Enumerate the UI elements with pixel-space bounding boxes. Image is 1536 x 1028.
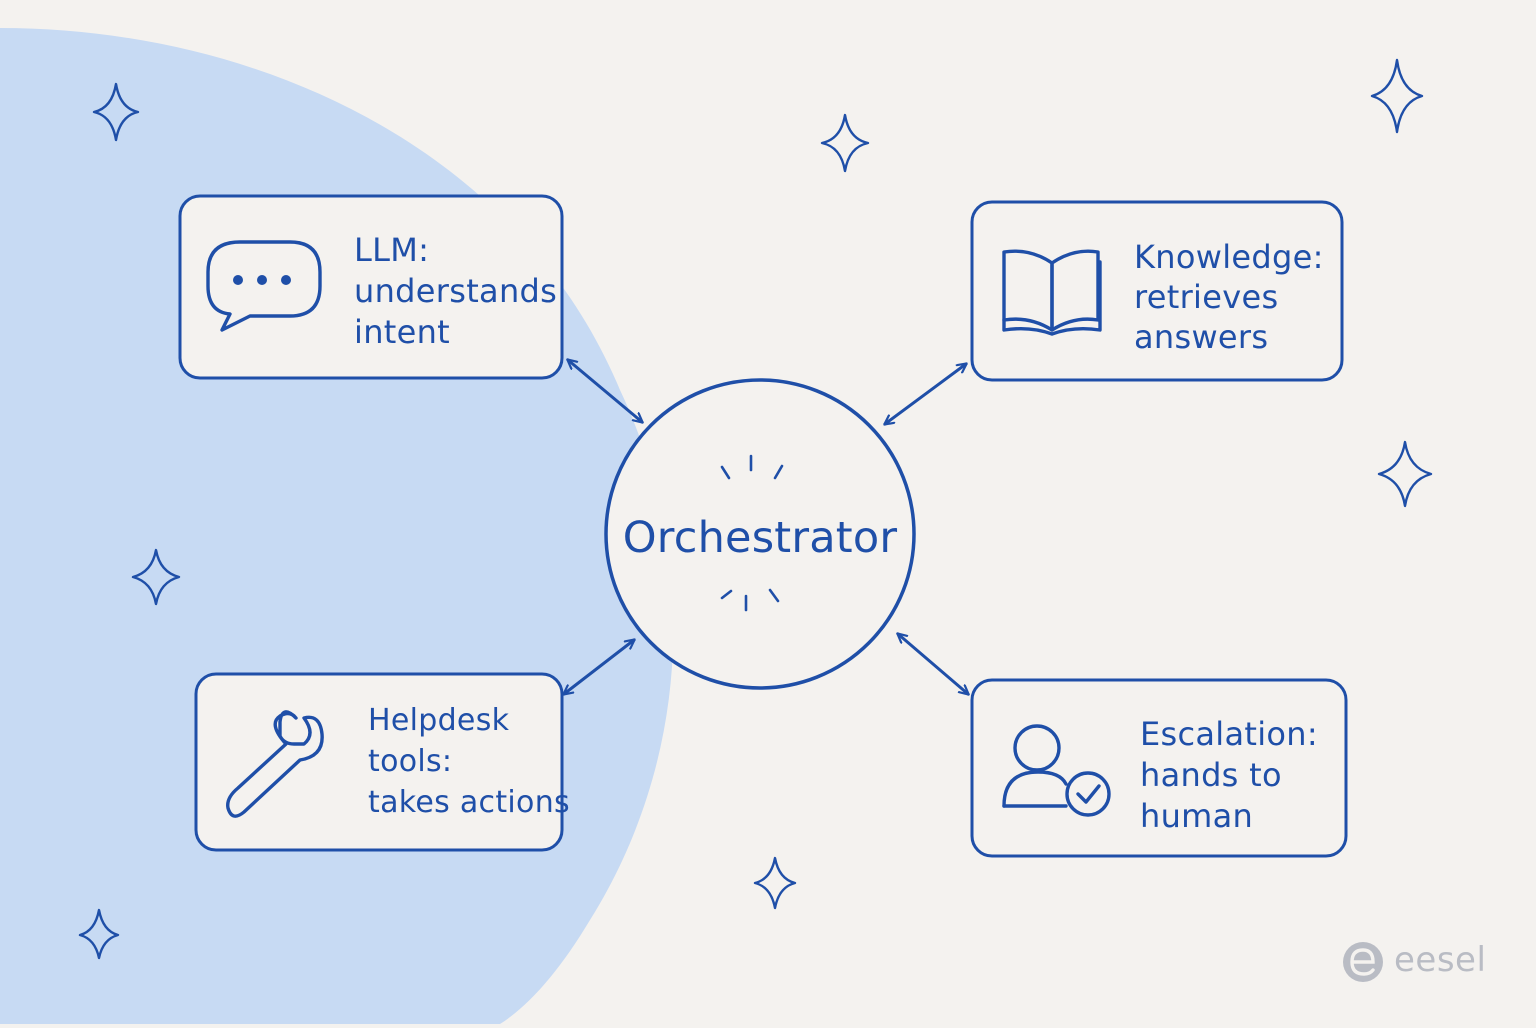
orchestrator-label: Orchestrator [622,513,898,563]
knowledge-label-line: Knowledge: [1134,238,1324,276]
sparkle-icon [820,113,870,173]
brand-name: eesel [1394,940,1487,980]
llm-label-line: LLM: [354,231,430,269]
hub-spark-tick [768,588,780,603]
open-book-icon [1002,249,1102,336]
knowledge-label-line: retrieves [1134,278,1279,316]
edge-hub-helpdesk [564,640,634,694]
sparkle-icon [1370,58,1424,134]
hub-spark-tick [720,589,733,600]
edge-hub-escalation [898,634,968,694]
sparkle-icon [92,82,140,142]
knowledge-node-box [970,200,1344,382]
edge-hub-llm [568,360,642,422]
escalation-label-line: human [1140,797,1254,835]
helpdesk-label-line: takes actions [368,785,570,820]
helpdesk-node-box [194,672,564,852]
llm-label-line: understands [354,272,558,310]
knowledge-node-label: Knowledge: retrieves answers [1134,237,1324,357]
sparkle-icon [753,856,797,910]
user-check-icon [1002,724,1111,817]
hub-spark-tick [720,465,731,480]
helpdesk-label-line: Helpdesk [368,703,510,738]
helpdesk-label-line: tools: [368,744,453,779]
escalation-label-line: hands to [1140,756,1282,794]
chat-bubble-icon [206,240,322,332]
knowledge-label-line: answers [1134,318,1269,356]
escalation-node-label: Escalation: hands to human [1140,714,1318,837]
eesel-logo-icon [1343,942,1383,982]
wrench-icon [226,710,324,818]
sparkle-icon [131,548,181,606]
sparkle-icon [1377,440,1433,508]
hub-spark-tick [773,464,784,480]
helpdesk-node-label: Helpdesk tools: takes actions [368,700,570,823]
llm-node-label: LLM: understands intent [354,230,557,353]
background-blob [0,28,674,1024]
escalation-label-line: Escalation: [1140,715,1318,753]
sparkle-icon [78,908,120,960]
brand-logo: eesel [1342,940,1486,980]
edge-hub-knowledge [885,364,966,424]
orchestrator-hub-circle [604,378,916,690]
escalation-node-box [970,678,1348,858]
llm-label-line: intent [354,313,451,351]
